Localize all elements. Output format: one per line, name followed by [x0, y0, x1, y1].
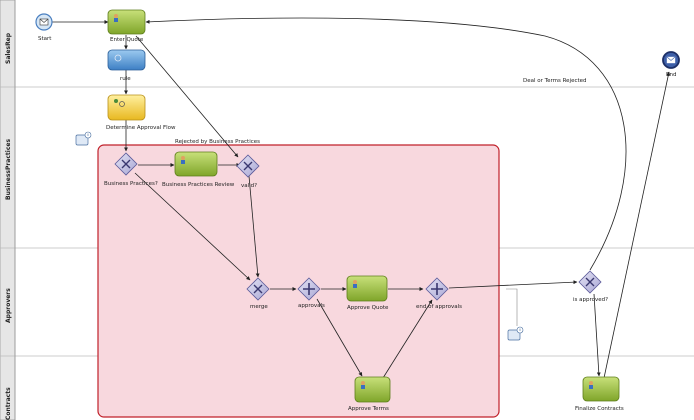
flow-valid-to-merge[interactable] — [248, 175, 260, 278]
gateway-end-of-approvals[interactable] — [425, 277, 449, 301]
flow-approve-terms-to-end-approvals[interactable] — [382, 299, 433, 379]
task-finalize-contracts-label: Finalize Contracts — [575, 406, 624, 412]
gateway-is-approved-label: is approved? — [573, 297, 608, 303]
start-event[interactable] — [35, 13, 53, 31]
gateway-business-practices-label: Business Practices? — [104, 181, 158, 187]
task-business-practices-review[interactable] — [174, 151, 218, 177]
gateway-approvals-label: approvals — [298, 303, 325, 309]
end-event-label: End — [666, 72, 676, 78]
lane-label-contracts: Contracts — [5, 387, 12, 420]
task-enter-quote[interactable] — [107, 9, 146, 35]
gateway-valid[interactable] — [236, 154, 260, 178]
approval-subprocess[interactable] — [97, 144, 500, 418]
flow-finalize-to-end[interactable] — [603, 71, 671, 379]
lane-label-salesrep: SalesRep — [5, 32, 12, 64]
gateway-is-approved[interactable] — [578, 270, 602, 294]
exclusive-gateway-icon — [243, 161, 253, 171]
start-event-label: Start — [38, 36, 52, 42]
flow-deal-or-terms-rejected[interactable] — [145, 17, 627, 271]
task-approve-quote[interactable] — [346, 275, 388, 302]
task-determine-approval-flow[interactable] — [107, 94, 146, 121]
lane-label-businesspractices: BusinessPractices — [5, 139, 12, 200]
envelope-icon — [666, 56, 676, 64]
user-icon — [114, 99, 118, 103]
user-icon — [181, 156, 185, 160]
gear-icon — [119, 101, 125, 107]
end-event[interactable] — [662, 51, 680, 69]
gear-icon — [114, 54, 122, 62]
task-rule-label: rule — [120, 76, 131, 82]
user-icon — [361, 381, 365, 385]
flow-approvals-to-approve-terms[interactable] — [316, 298, 363, 377]
task-enter-quote-label: Enter Quote — [110, 37, 144, 43]
user-icon — [114, 14, 118, 18]
flow-end-approvals-to-is-approved[interactable] — [448, 280, 578, 289]
parallel-gateway-icon — [431, 283, 443, 295]
data-object-icon[interactable] — [507, 326, 524, 341]
flow-label-rejected-business-practices: Rejected by Business Practices — [175, 139, 260, 145]
flow-rejected-business-practices[interactable] — [135, 35, 239, 158]
gateway-approvals[interactable] — [297, 277, 321, 301]
task-finalize-contracts[interactable] — [582, 376, 620, 402]
gateway-business-practices[interactable] — [114, 152, 138, 176]
lane-label-approvers: Approvers — [5, 288, 12, 323]
gateway-valid-label: valid? — [241, 183, 257, 189]
parallel-gateway-icon — [303, 283, 315, 295]
task-determine-approval-flow-label: Determine Approval Flow — [106, 125, 176, 131]
task-rule[interactable] — [107, 49, 146, 71]
exclusive-gateway-icon — [121, 159, 131, 169]
exclusive-gateway-icon — [585, 277, 595, 287]
gateway-merge-label: merge — [250, 304, 268, 310]
user-icon — [353, 280, 357, 284]
exclusive-gateway-icon — [253, 284, 263, 294]
data-object-icon[interactable] — [75, 131, 92, 146]
task-approve-terms-label: Approve Terms — [348, 406, 389, 412]
user-icon — [589, 381, 593, 385]
flow-bp-gateway-to-merge[interactable] — [134, 172, 251, 281]
envelope-icon — [39, 18, 49, 26]
flow-is-approved-to-finalize[interactable] — [593, 293, 601, 377]
task-business-practices-review-label: Business Practices Review — [162, 182, 235, 188]
gateway-merge[interactable] — [246, 277, 270, 301]
task-approve-terms[interactable] — [354, 376, 391, 403]
gateway-end-of-approvals-label: end of approvals — [416, 304, 462, 310]
association-line — [506, 288, 518, 326]
task-approve-quote-label: Approve Quote — [347, 305, 389, 311]
flow-label-deal-or-terms-rejected: Deal or Terms Rejected — [523, 78, 587, 84]
